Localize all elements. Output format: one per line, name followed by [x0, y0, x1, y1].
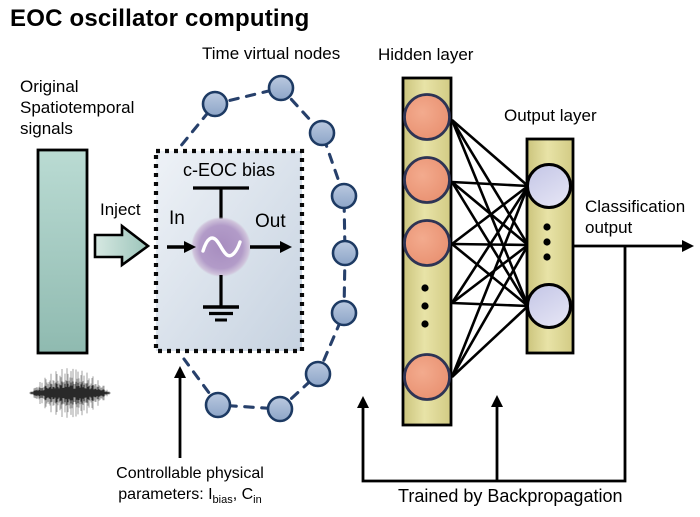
virtual-node — [330, 299, 358, 327]
classification-output-arrow — [573, 240, 694, 252]
out-label: Out — [255, 211, 286, 232]
controllable-params-arrow — [174, 366, 186, 458]
waveform — [29, 368, 111, 418]
classification-output-label: Classification output — [585, 196, 685, 238]
controllable-parameters-label: Controllable physical parameters: Ibias,… — [98, 463, 282, 511]
virtual-node — [204, 391, 232, 419]
original-signals-label: Original Spatiotemporal signals — [20, 76, 134, 139]
backprop-feedback-path — [361, 246, 627, 483]
sine-wave-icon — [201, 236, 242, 258]
hidden-layer-label: Hidden layer — [378, 45, 474, 64]
hidden-node — [403, 353, 451, 401]
hidden-ellipsis-dots — [421, 284, 429, 328]
virtual-node — [266, 395, 294, 423]
c-in-subscript: in — [253, 494, 262, 507]
hidden-node — [403, 156, 451, 204]
virtual-nodes — [201, 74, 359, 423]
hidden-node — [403, 219, 451, 267]
virtual-node — [304, 360, 332, 388]
output-ellipsis-dots — [543, 223, 551, 261]
controllable-line2: parameters: Ibias, Cin — [118, 486, 262, 507]
ground-icon — [203, 275, 239, 322]
virtual-node — [201, 90, 229, 118]
in-arrow-icon — [167, 241, 196, 253]
i-bias-subscript: bias — [212, 494, 233, 507]
original-signals-line3: signals — [20, 119, 73, 138]
in-label: In — [169, 208, 185, 229]
virtual-node — [267, 74, 295, 102]
output-layer — [525, 137, 575, 355]
connection-lines — [450, 119, 530, 378]
hidden-layer — [401, 76, 453, 427]
virtual-node — [330, 182, 358, 210]
c-eoc-box — [153, 148, 305, 354]
output-layer-label: Output layer — [504, 106, 597, 125]
original-signals-line2: Spatiotemporal — [20, 98, 135, 117]
c-eoc-bias-label: c-EOC bias — [182, 160, 276, 180]
inject-label: Inject — [100, 200, 141, 219]
inject-arrow-icon — [93, 223, 151, 268]
hidden-node — [403, 93, 451, 141]
virtual-node — [308, 119, 336, 147]
time-virtual-nodes-label: Time virtual nodes — [202, 44, 341, 63]
original-signals-line1: Original — [20, 77, 79, 96]
backprop-arrowhead-middle — [491, 395, 503, 407]
input-signal-bar — [36, 148, 89, 355]
backprop-arrowhead-left — [357, 396, 369, 408]
page-title: EOC oscillator computing — [10, 5, 310, 32]
bias-terminal-icon — [193, 186, 249, 221]
trained-by-backprop-label: Trained by Backpropagation — [398, 486, 623, 506]
classification-line1: Classification — [585, 197, 686, 216]
controllable-line1: Controllable physical — [116, 465, 264, 482]
output-node — [526, 163, 572, 209]
virtual-node — [331, 239, 359, 267]
out-arrow-icon — [250, 241, 292, 253]
output-node — [526, 283, 572, 329]
classification-line2: output — [585, 218, 633, 237]
